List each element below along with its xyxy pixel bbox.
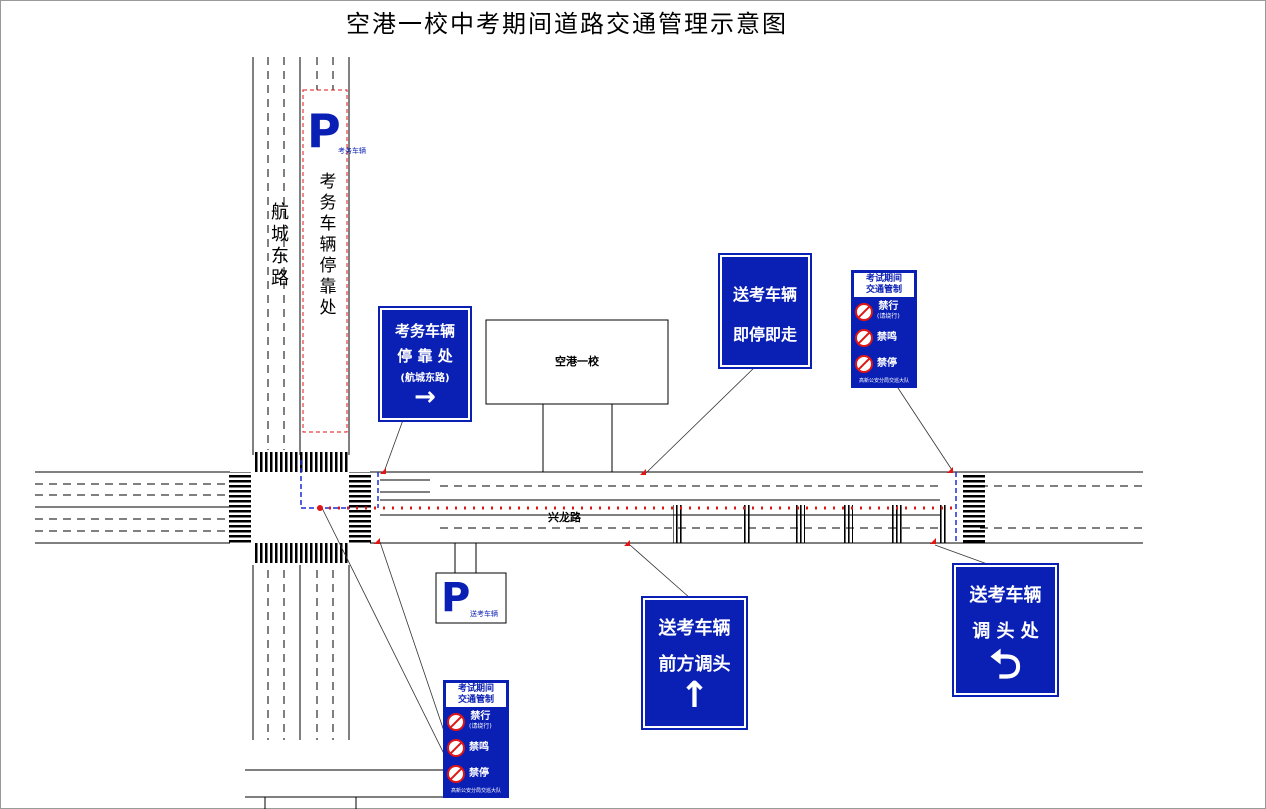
control-sign-label: 禁鸣 bbox=[877, 332, 897, 343]
north-south-road bbox=[252, 57, 350, 740]
control-sign-note: (请绕行) bbox=[877, 313, 900, 320]
sign-uturn-here-line1: 送考车辆 bbox=[969, 585, 1042, 606]
control-sign-header1: 考试期间 bbox=[865, 274, 902, 284]
control-sign-header1: 考试期间 bbox=[457, 684, 494, 694]
sign-exam-line3: (航城东路) bbox=[400, 373, 450, 384]
crosswalks bbox=[229, 452, 985, 563]
sign-exam-line1: 考务车辆 bbox=[394, 322, 455, 340]
no-horn-icon bbox=[855, 329, 873, 347]
sign-drop-stop-go: 送考车辆 即停即走 bbox=[720, 255, 810, 367]
school-building bbox=[485, 319, 669, 405]
control-sign-label: 禁停 bbox=[469, 768, 489, 779]
control-sign-row: 禁行(请绕行) bbox=[444, 709, 508, 735]
control-sign-row: 禁鸣 bbox=[444, 735, 508, 761]
control-sign-header: 考试期间交通管制 bbox=[446, 683, 506, 707]
sign-drop-line2: 即停即走 bbox=[732, 325, 797, 344]
exam-parking-zone bbox=[302, 89, 348, 433]
control-sign-footer: 高新公安分局交巡大队 bbox=[858, 378, 909, 384]
sign-exam-line2: 停 靠 处 bbox=[397, 347, 453, 365]
no-entry-icon bbox=[855, 303, 873, 321]
no-parking-icon bbox=[447, 765, 465, 783]
sign-drop-line1: 送考车辆 bbox=[732, 285, 797, 304]
sign-exam-vehicle-stop: 考务车辆 停 靠 处 (航城东路) → bbox=[380, 308, 470, 420]
sign-uturn-ahead: 送考车辆 前方调头 ↑ bbox=[643, 598, 746, 728]
control-sign-row-text: 禁停 bbox=[877, 359, 897, 369]
drop-parking-caption: 送考车辆 bbox=[470, 610, 498, 618]
exam-parking-p-icon: P bbox=[307, 104, 341, 158]
road-label-east-west: 兴龙路 bbox=[548, 511, 581, 524]
control-sign-label: 禁停 bbox=[877, 358, 897, 369]
drop-parking-box bbox=[435, 572, 507, 624]
page-title: 空港一校中考期间道路交通管理示意图 bbox=[346, 10, 788, 38]
sign-uturn-ahead-line1: 送考车辆 bbox=[658, 618, 731, 639]
control-sign-row-text: 禁行(请绕行) bbox=[469, 712, 492, 732]
road-label-north-south: 航城东路 bbox=[271, 202, 289, 289]
arrow-right-icon: → bbox=[414, 382, 436, 412]
leader-lines bbox=[321, 364, 991, 771]
no-entry-icon bbox=[447, 713, 465, 731]
control-sign-row: 禁行(请绕行) bbox=[852, 299, 916, 325]
control-sign-row-text: 禁停 bbox=[469, 769, 489, 779]
drop-parking-p-icon: P bbox=[441, 575, 471, 621]
control-sign-row-text: 禁鸣 bbox=[877, 333, 897, 343]
control-sign-row: 禁停 bbox=[444, 761, 508, 787]
control-sign-header: 考试期间交通管制 bbox=[854, 273, 914, 297]
arrow-up-icon: ↑ bbox=[679, 675, 710, 716]
control-sign-header2: 交通管制 bbox=[865, 285, 902, 295]
control-sign-row: 禁鸣 bbox=[852, 325, 916, 351]
control-sign-note: (请绕行) bbox=[469, 723, 492, 730]
traffic-control-sign-east: 考试期间交通管制禁行(请绕行) 禁鸣禁停高新公安分局交巡大队 bbox=[851, 270, 917, 388]
control-sign-label: 禁行 bbox=[470, 711, 491, 722]
control-sign-row: 禁停 bbox=[852, 351, 916, 377]
no-horn-icon bbox=[447, 739, 465, 757]
control-sign-row-text: 禁行(请绕行) bbox=[877, 302, 900, 322]
school-label: 空港一校 bbox=[555, 355, 599, 368]
sign-uturn-ahead-line2: 前方调头 bbox=[658, 654, 731, 675]
lane-crossings bbox=[673, 505, 948, 543]
exam-parking-zone-label: 考务车辆停靠处 bbox=[319, 172, 337, 318]
control-boundary bbox=[300, 460, 957, 543]
control-sign-footer: 高新公安分局交巡大队 bbox=[450, 788, 501, 794]
control-sign-label: 禁行 bbox=[878, 301, 899, 312]
control-sign-header2: 交通管制 bbox=[457, 695, 494, 705]
sign-uturn-here: 送考车辆 调 头 处 ⮌ bbox=[954, 565, 1057, 695]
control-sign-row-text: 禁鸣 bbox=[469, 743, 489, 753]
sign-uturn-here-line2: 调 头 处 bbox=[972, 621, 1039, 642]
traffic-control-sign-south: 考试期间交通管制禁行(请绕行) 禁鸣禁停高新公安分局交巡大队 bbox=[443, 680, 509, 798]
no-parking-icon bbox=[855, 355, 873, 373]
exam-parking-caption: 考务车辆 bbox=[338, 147, 366, 155]
uturn-arrow-icon: ⮌ bbox=[989, 642, 1022, 688]
sign-markers bbox=[317, 467, 953, 546]
control-sign-label: 禁鸣 bbox=[469, 742, 489, 753]
